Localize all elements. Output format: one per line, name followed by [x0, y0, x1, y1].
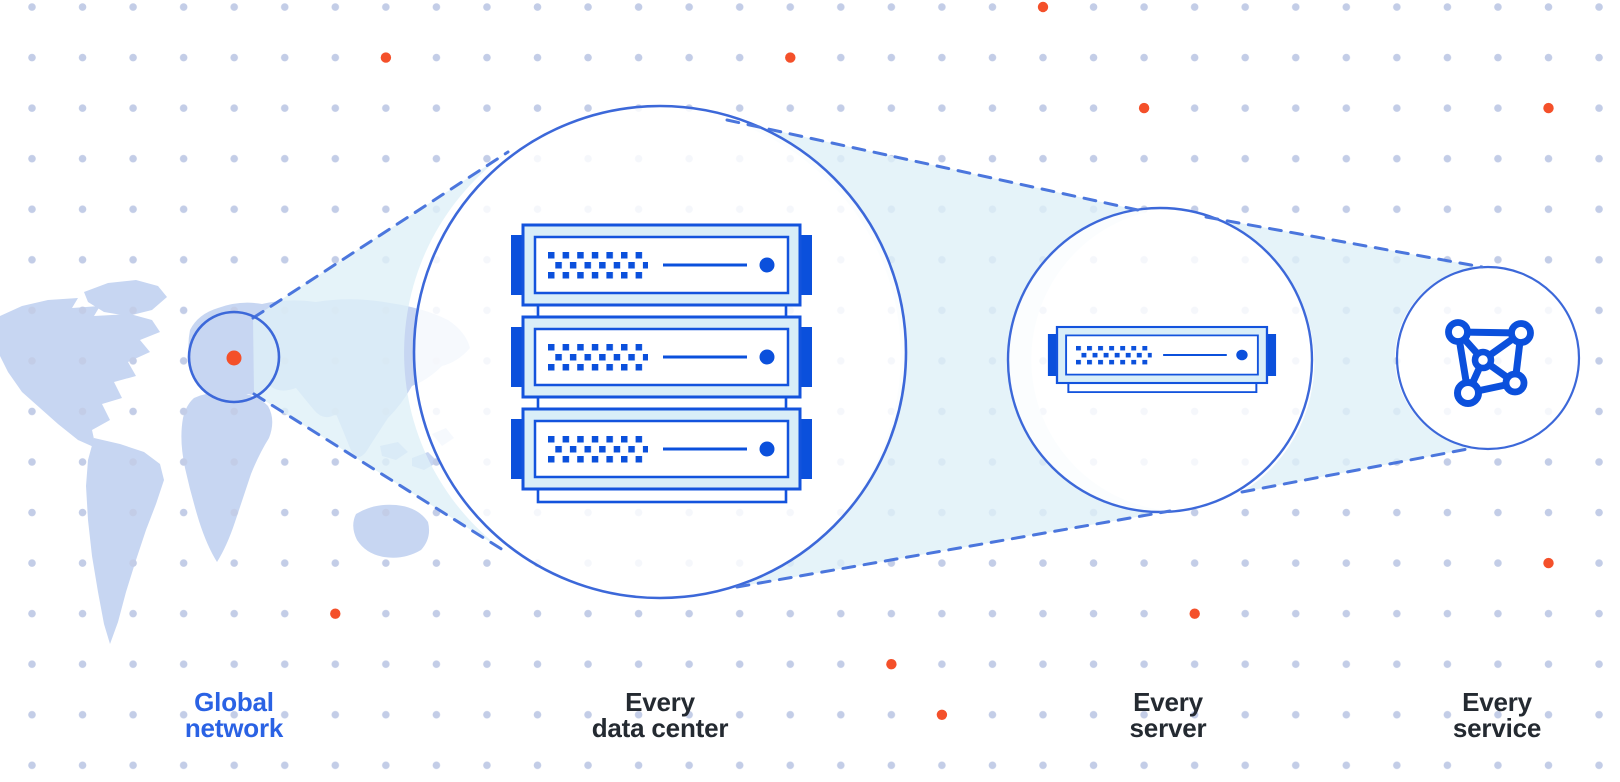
dash-map-bottom — [252, 392, 505, 552]
orange-dot — [936, 709, 948, 720]
label-every-service-line1: Every — [1462, 687, 1533, 717]
zoom-cone-map-to-datacenter — [253, 152, 508, 550]
label-every-data-center-line2: data center — [592, 713, 729, 743]
stage-labels: Global network Every data center Every s… — [185, 687, 1541, 743]
label-every-server-line1: Every — [1133, 687, 1204, 717]
dash-server-top — [1204, 215, 1484, 269]
orange-dot — [1543, 102, 1554, 114]
orange-dot — [886, 659, 897, 670]
map-highlight-circle — [187, 310, 281, 404]
dash-datacenter-bottom — [735, 509, 1172, 589]
orange-dot — [330, 608, 341, 619]
single-server-unit — [1046, 325, 1278, 394]
label-every-server-line2: server — [1130, 713, 1207, 743]
orange-dot — [1138, 102, 1150, 114]
map-location-marker — [226, 350, 242, 366]
zoom-dashed-lines — [251, 118, 1484, 589]
orange-dot — [1543, 557, 1554, 569]
label-every-data-center-line1: Every — [625, 687, 696, 717]
orange-dot — [380, 52, 392, 63]
network-mesh-icon — [1445, 319, 1534, 407]
highlight-dots — [330, 1, 1554, 720]
dash-datacenter-top — [725, 118, 1149, 214]
orange-dot — [1189, 608, 1200, 619]
mesh-nodes — [1445, 319, 1534, 407]
server-unit-2 — [509, 315, 814, 412]
label-every-service-line2: service — [1453, 713, 1541, 743]
server-unit-1 — [509, 223, 814, 320]
zoom-cone-server-to-service — [1206, 217, 1482, 492]
label-global-network-line2: network — [185, 713, 284, 743]
label-global-network-line1: Global — [194, 687, 274, 717]
orange-dot — [785, 52, 796, 63]
orange-dot — [1037, 1, 1049, 13]
dash-server-bottom — [1240, 446, 1475, 494]
server-unit-3 — [509, 407, 814, 504]
server-rack — [509, 223, 814, 504]
dash-map-top — [251, 150, 510, 320]
